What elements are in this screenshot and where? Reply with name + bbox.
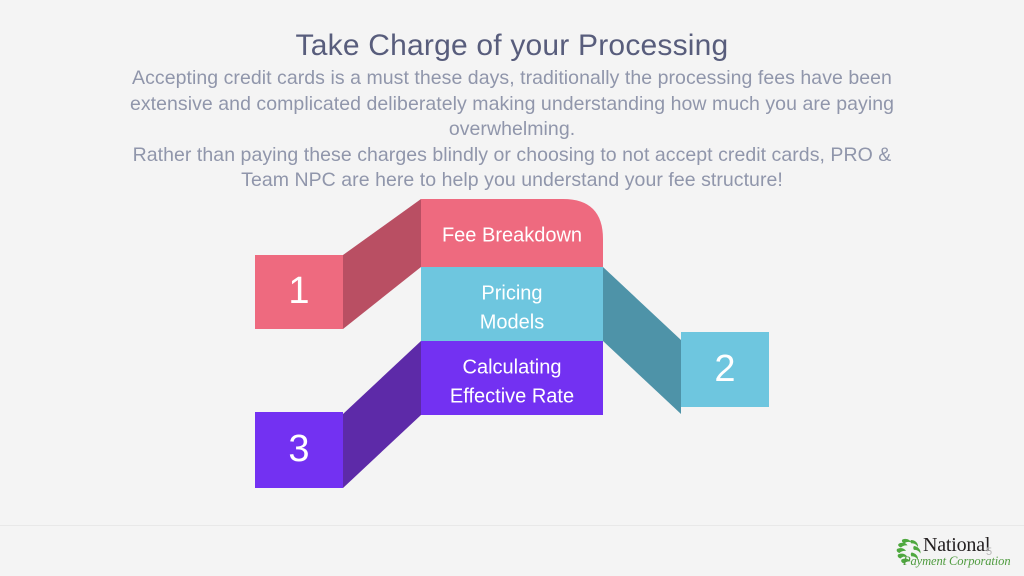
logo-name: National [923,533,991,556]
body-paragraph-1: Accepting credit cards is a must these d… [129,67,895,140]
page-title: Take Charge of your Processing [295,29,729,62]
step-bar-calculating-effective-rate[interactable] [421,341,603,415]
body-paragraph-2: Rather than paying these charges blindly… [132,143,892,192]
step-number-box-2[interactable] [681,332,769,407]
heading-block: Take Charge of your Processing Accepting… [122,27,902,194]
step-bar-fee-breakdown[interactable] [421,199,603,267]
leaf-mark-icon [896,538,921,564]
logo-subtitle: Payment Corporation [903,553,1011,568]
logo-wordmark: National Payment Corporation [903,533,1011,568]
step-number-box-1[interactable] [255,255,343,329]
footer-divider [0,525,1024,526]
connector-step-3 [343,341,421,488]
connector-step-2 [603,267,681,414]
step-number-box-3[interactable] [255,412,343,488]
step-bar-pricing-models[interactable] [421,267,603,341]
company-logo: National Payment Corporation [896,532,1018,572]
page-number: 5 [986,546,993,558]
connector-step-1 [343,199,421,329]
